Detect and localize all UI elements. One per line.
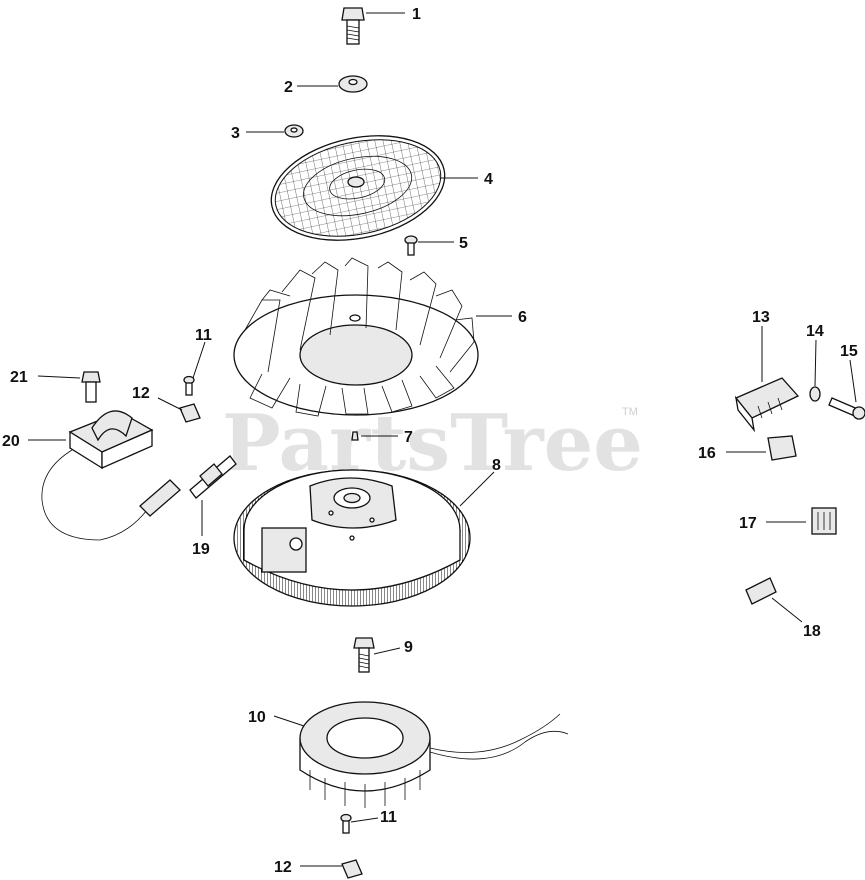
- part-17-terminal-block[interactable]: [811, 507, 837, 535]
- part-1-screw[interactable]: [341, 7, 365, 45]
- part-19-spark-plug[interactable]: [189, 455, 237, 499]
- watermark-text: PartsTree: [222, 398, 643, 489]
- callout-label: 21: [10, 369, 28, 386]
- callout-label: 3: [231, 125, 240, 142]
- part-15-screw[interactable]: [828, 397, 865, 420]
- callout-1: 1: [366, 6, 421, 23]
- callout-11-lower: 11: [350, 809, 397, 826]
- callout-label: 17: [739, 515, 757, 532]
- callout-6: 6: [476, 309, 527, 326]
- callout-label: 14: [806, 323, 824, 340]
- callout-20: 20: [2, 433, 66, 450]
- part-16-connector[interactable]: [767, 435, 797, 461]
- callout-label: 15: [840, 343, 858, 360]
- callout-label: 7: [404, 429, 413, 446]
- watermark-trademark: TM: [622, 406, 638, 418]
- callout-3: 3: [231, 125, 284, 142]
- part-21-screw[interactable]: [81, 371, 101, 403]
- callout-5: 5: [418, 235, 468, 252]
- callout-label: 9: [404, 639, 413, 656]
- callout-7: 7: [361, 429, 413, 446]
- callout-label: 4: [484, 171, 493, 188]
- part-2-washer[interactable]: [338, 75, 368, 93]
- part-11-screw-lower[interactable]: [340, 813, 352, 834]
- callout-label: 19: [192, 541, 210, 558]
- part-6-fan[interactable]: [233, 257, 479, 417]
- callout-19: 19: [192, 500, 210, 558]
- callout-label: 6: [518, 309, 527, 326]
- part-3-nut[interactable]: [284, 124, 304, 138]
- callout-12-lower: 12: [274, 859, 342, 876]
- callout-4: 4: [440, 171, 493, 188]
- callout-label: 5: [459, 235, 468, 252]
- part-7-key[interactable]: [351, 431, 359, 441]
- callout-17: 17: [739, 515, 806, 532]
- callout-label: 8: [492, 457, 501, 474]
- callout-label: 12: [132, 385, 150, 402]
- callout-label: 10: [248, 709, 266, 726]
- part-12-clip-lower[interactable]: [341, 859, 363, 879]
- callout-label: 11: [195, 327, 212, 344]
- callout-10: 10: [248, 709, 305, 727]
- callout-21: 21: [10, 369, 81, 386]
- part-9-screw[interactable]: [353, 637, 375, 673]
- part-20-ignition-module[interactable]: [41, 410, 181, 541]
- part-18-bracket[interactable]: [745, 577, 777, 605]
- callout-label: 11: [380, 809, 397, 826]
- callout-label: 16: [698, 445, 716, 462]
- partstree-watermark: PartsTree TM: [222, 398, 643, 489]
- part-10-stator[interactable]: [299, 701, 569, 808]
- callout-label: 13: [752, 309, 770, 326]
- part-11-screw-upper[interactable]: [183, 375, 195, 396]
- part-8-flywheel[interactable]: [233, 469, 471, 607]
- callout-2: 2: [284, 79, 338, 96]
- callout-18: 18: [771, 597, 821, 640]
- callout-9: 9: [373, 639, 413, 656]
- callout-8: 8: [459, 457, 501, 507]
- callout-13: 13: [752, 309, 770, 382]
- part-4-grass-screen[interactable]: [262, 121, 455, 255]
- callout-label: 12: [274, 859, 292, 876]
- part-5-screw[interactable]: [404, 235, 418, 256]
- part-14-washer[interactable]: [809, 386, 821, 402]
- callout-label: 1: [412, 6, 421, 23]
- callout-14: 14: [806, 323, 824, 387]
- callout-15: 15: [840, 343, 858, 403]
- callout-16: 16: [698, 445, 766, 462]
- callout-label: 20: [2, 433, 20, 450]
- part-13-rectifier[interactable]: [734, 377, 800, 433]
- callout-12-upper: 12: [132, 385, 183, 411]
- callout-label: 2: [284, 79, 293, 96]
- callout-label: 18: [803, 623, 821, 640]
- part-12-clip-upper[interactable]: [179, 403, 201, 423]
- callout-11-upper: 11: [192, 327, 212, 379]
